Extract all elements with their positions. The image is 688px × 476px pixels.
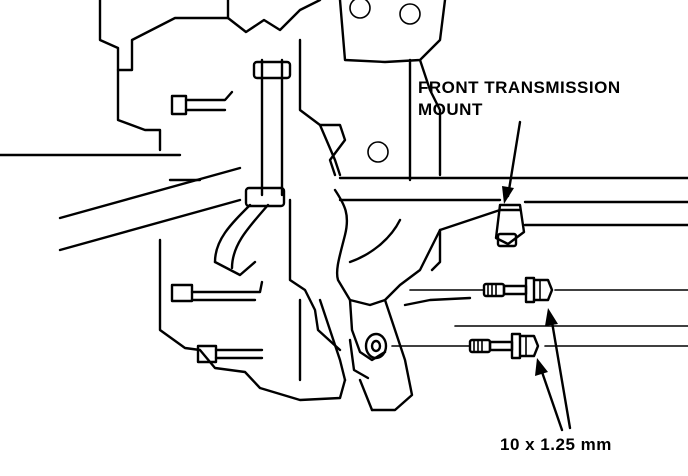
mount-bracket bbox=[333, 188, 526, 412]
mount-label-line1: FRONT TRANSMISSION bbox=[418, 78, 621, 97]
bolt-lower bbox=[391, 332, 540, 360]
bolt-spec-label: 10 x 1.25 mm bbox=[500, 435, 612, 454]
transmission-body bbox=[158, 198, 347, 402]
mount-leader-arrow bbox=[502, 120, 522, 204]
crossmember bbox=[0, 153, 688, 252]
bolt-upper bbox=[409, 276, 554, 304]
pipes bbox=[168, 58, 292, 277]
mount-label-line2: MOUNT bbox=[418, 100, 483, 119]
engine-casting bbox=[98, 0, 447, 182]
bolt-leader-arrows bbox=[535, 308, 572, 432]
